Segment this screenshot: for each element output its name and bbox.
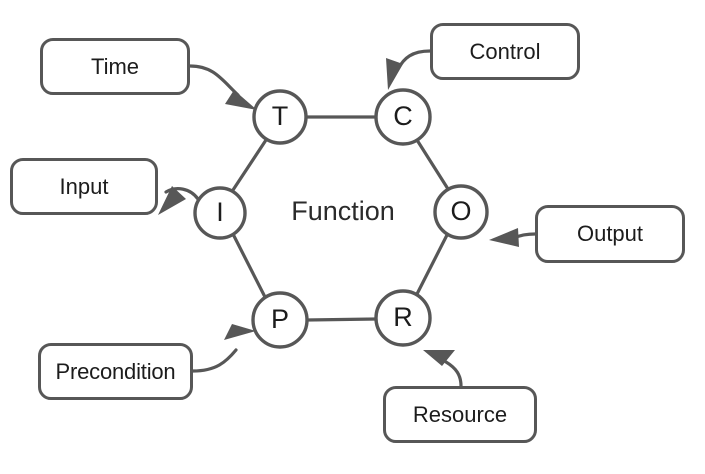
node-p[interactable]: P	[251, 291, 309, 349]
node-c[interactable]: C	[374, 88, 432, 146]
port-nodes: T C O R P I	[193, 88, 489, 349]
box-control[interactable]: Control	[430, 23, 580, 80]
node-r-circle[interactable]	[374, 289, 432, 347]
box-control-label: Control	[469, 38, 541, 64]
node-i[interactable]: I	[193, 186, 247, 240]
node-c-label: C	[393, 101, 413, 131]
box-time-label: Time	[90, 53, 140, 79]
connector-resource-to-r-path	[444, 360, 463, 388]
node-o-label: O	[450, 196, 471, 226]
box-output-label: Output	[576, 221, 644, 246]
connector-time-to-t	[188, 64, 257, 110]
node-c-circle[interactable]	[374, 88, 432, 146]
node-o[interactable]: O	[433, 184, 489, 240]
connector-i-to-input-path	[164, 187, 200, 201]
node-t-circle[interactable]	[252, 89, 308, 145]
connector-control-to-c	[386, 49, 432, 90]
connector-control-to-c-arrowhead	[386, 58, 403, 90]
connector-i-to-input	[158, 186, 200, 215]
edge-i-t	[231, 138, 268, 192]
connector-time-to-t-arrowhead	[225, 90, 257, 110]
edge-c-o	[415, 138, 450, 191]
node-i-circle[interactable]	[193, 186, 247, 240]
hexagon-edges	[231, 115, 450, 322]
connector-resource-to-r-arrowhead	[423, 350, 455, 366]
node-i-label: I	[216, 197, 224, 227]
edge-r-p	[305, 317, 378, 322]
node-t-label: T	[272, 101, 289, 131]
connector-output-to-o-arrowhead	[489, 228, 519, 247]
box-resource[interactable]: Resource	[383, 386, 537, 443]
connector-resource-to-r	[423, 350, 463, 388]
node-r-label: R	[393, 302, 413, 332]
edge-p-i	[232, 234, 267, 299]
node-t[interactable]: T	[252, 89, 308, 145]
box-input-label: Input	[59, 173, 109, 199]
connector-output-to-o	[489, 228, 537, 247]
node-p-circle[interactable]	[251, 291, 309, 349]
box-input[interactable]: Input	[10, 158, 158, 215]
box-precondition-label: Precondition	[55, 358, 176, 384]
node-r[interactable]: R	[374, 289, 432, 347]
connector-precondition-to-p	[191, 324, 256, 373]
box-resource-label: Resource	[412, 401, 508, 427]
box-precondition[interactable]: Precondition	[38, 343, 193, 400]
connector-i-to-input-arrowhead	[158, 186, 186, 215]
center-function-label: Function	[291, 196, 395, 226]
connector-precondition-to-p-arrowhead	[224, 324, 256, 340]
connector-precondition-to-p-path	[191, 348, 238, 373]
external-connectors	[158, 49, 537, 388]
box-time[interactable]: Time	[40, 38, 190, 95]
node-o-circle[interactable]	[433, 184, 489, 240]
connector-time-to-t-path	[188, 64, 240, 97]
box-output[interactable]: Output	[535, 205, 685, 263]
connector-control-to-c-path	[396, 49, 432, 71]
edge-o-r	[415, 233, 449, 296]
node-p-label: P	[271, 304, 289, 334]
